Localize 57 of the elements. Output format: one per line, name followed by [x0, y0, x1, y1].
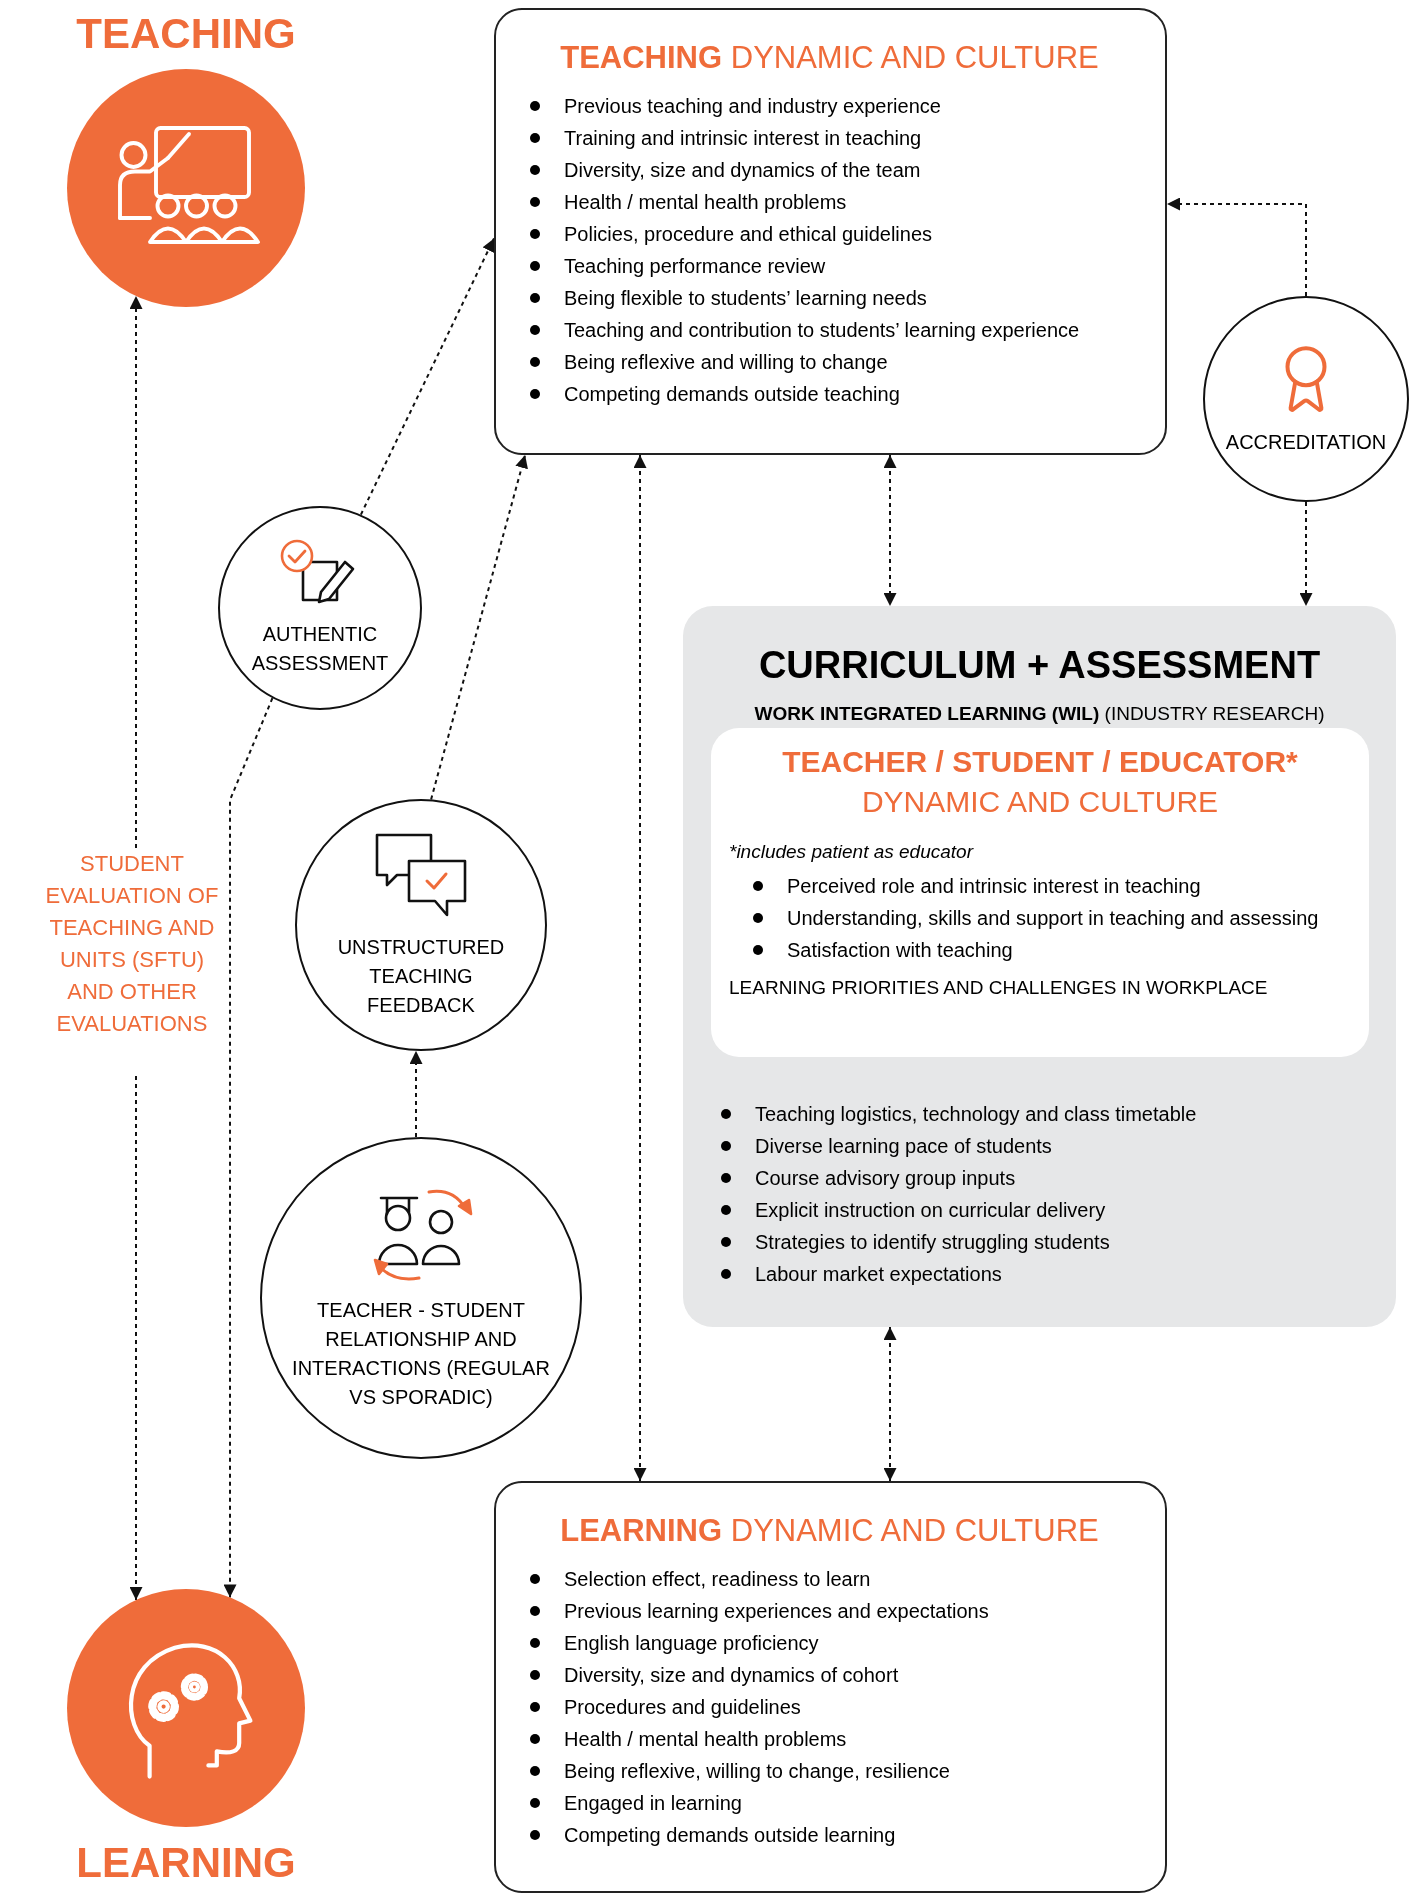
- panel-subtitle: WORK INTEGRATED LEARNING (WIL) (INDUSTRY RESEARCH): [753, 702, 1326, 726]
- bullet-item: Diversity, size and dynamics of cohort: [564, 1663, 899, 1688]
- section-heading: TEACHING: [76, 9, 296, 59]
- dashed-arrow: [1299, 501, 1313, 607]
- curriculum-panel: [683, 606, 1396, 1327]
- bullet-item: Labour market expectations: [755, 1262, 1002, 1287]
- bullet-item: Being reflexive and willing to change: [564, 350, 888, 375]
- footnote-text: *includes patient as educator: [729, 840, 975, 864]
- circle-label: TEACHER - STUDENT RELATIONSHIP AND INTERACTIONS (REGULAR VS SPORADIC): [291, 1298, 551, 1410]
- bullet-item: Training and intrinsic interest in teaching: [564, 126, 922, 151]
- bullet-item: Engaged in learning: [564, 1791, 742, 1816]
- dashed-arrow: [883, 454, 897, 607]
- card-subheading: DYNAMIC AND CULTURE: [860, 784, 1220, 820]
- bullet-item: Diversity, size and dynamics of the team: [564, 158, 921, 183]
- dashed-arrow: [430, 454, 528, 801]
- box-heading: TEACHING DYNAMIC AND CULTURE: [559, 39, 1100, 77]
- dashed-arrow: [129, 295, 143, 849]
- bullet-item: Teaching and contribution to students’ learning experience: [564, 318, 1080, 343]
- dashed-arrow: [883, 1326, 897, 1482]
- bullet-item: Strategies to identify struggling students: [755, 1230, 1110, 1255]
- bullet-item: Previous teaching and industry experience: [564, 94, 941, 119]
- info-card: [494, 1481, 1167, 1893]
- bullet-item: Competing demands outside teaching: [564, 382, 900, 407]
- bullet-item: English language proficiency: [564, 1631, 819, 1656]
- bullet-item: Competing demands outside learning: [564, 1823, 896, 1848]
- bullet-item: Policies, procedure and ethical guidelines: [564, 222, 932, 247]
- bullet-item: Being flexible to students’ learning needs: [564, 286, 927, 311]
- bullet-item: Health / mental health problems: [564, 190, 847, 215]
- bullet-item: Being reflexive, willing to change, resilience: [564, 1759, 950, 1784]
- inner-card: [711, 728, 1369, 1057]
- bullet-item: Perceived role and intrinsic interest in teaching: [787, 874, 1201, 899]
- bullet-item: Diverse learning pace of students: [755, 1134, 1052, 1159]
- dashed-arrow: [129, 1075, 143, 1601]
- box-heading: LEARNING DYNAMIC AND CULTURE: [559, 1512, 1100, 1550]
- bullet-item: Teaching performance review: [564, 254, 826, 279]
- dashed-arrow: [1166, 197, 1307, 297]
- dashed-arrow: [359, 237, 495, 516]
- bullet-item: Previous learning experiences and expectations: [564, 1599, 989, 1624]
- bullet-item: Health / mental health problems: [564, 1727, 847, 1752]
- section-heading: LEARNING: [76, 1838, 296, 1888]
- circle-label: UNSTRUCTURED TEACHING FEEDBACK: [336, 934, 506, 1018]
- dashed-arrow: [409, 1049, 423, 1139]
- circle-label: ACCREDITATION: [1225, 429, 1387, 455]
- dashed-arrow: [633, 454, 647, 1482]
- panel-title: CURRICULUM + ASSESSMENT: [757, 643, 1322, 688]
- bullet-item: Teaching logistics, technology and class timetable: [755, 1102, 1197, 1127]
- bullet-item: Selection effect, readiness to learn: [564, 1567, 871, 1592]
- bullet-item: Procedures and guidelines: [564, 1695, 801, 1720]
- circle-label: AUTHENTIC ASSESSMENT: [250, 622, 390, 676]
- bullet-item: Understanding, skills and support in teaching and assessing: [787, 906, 1319, 931]
- bullet-item: Course advisory group inputs: [755, 1166, 1016, 1191]
- bullet-item: Explicit instruction on curricular delivery: [755, 1198, 1106, 1223]
- dashed-arrow: [223, 697, 274, 1599]
- bullet-item: Satisfaction with teaching: [787, 938, 1013, 963]
- card-heading: TEACHER / STUDENT / EDUCATOR*: [781, 744, 1299, 780]
- caption-text: LEARNING PRIORITIES AND CHALLENGES IN WORKPLACE: [729, 976, 1269, 1000]
- info-card: [494, 8, 1167, 455]
